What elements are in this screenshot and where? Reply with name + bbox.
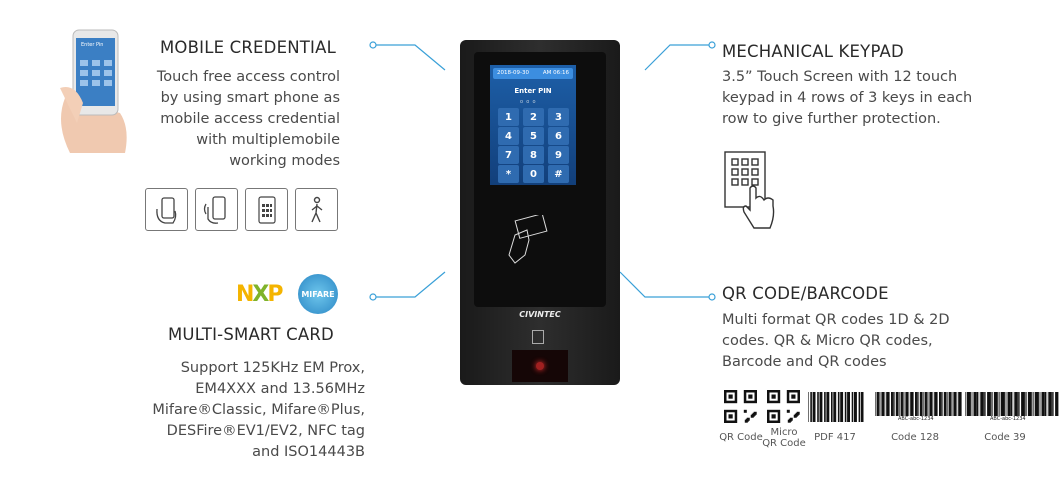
qr-line: Barcode and QR codes: [722, 354, 887, 370]
qr-scanner-window: [512, 350, 568, 382]
screen-key[interactable]: 6: [548, 127, 569, 145]
screen-key[interactable]: 4: [498, 127, 519, 145]
screen-key[interactable]: 0: [523, 165, 544, 183]
code39-sample-text: ABC-abc-1234: [990, 416, 1026, 422]
hand-phone-icon: [145, 188, 188, 231]
code128-label: Code 128: [891, 432, 939, 443]
screen-key[interactable]: 1: [498, 108, 519, 126]
screen-key[interactable]: 5: [523, 127, 544, 145]
phone-in-hand-image: Enter Pin: [55, 28, 145, 153]
card-line: Mifare®Classic, Mifare®Plus,: [152, 402, 365, 418]
keypad-line: keypad in 4 rows of 3 keys in each: [722, 90, 973, 106]
micro-qr-code-label: Micro QR Code: [762, 427, 806, 449]
screen-date: 2018-09-30: [497, 70, 529, 76]
keypad-touch-icon: [724, 151, 775, 229]
card-tap-icon: [508, 215, 548, 264]
multi-smart-card-title: MULTI-SMART CARD: [168, 325, 334, 344]
mobile-line: working modes: [229, 153, 340, 169]
mobile-line: mobile access credential: [160, 111, 340, 127]
phone-keypad-icon: [245, 188, 288, 231]
card-line: EM4XXX and 13.56MHz: [195, 381, 365, 397]
code-samples: [724, 390, 1059, 423]
mobile-line: by using smart phone as: [160, 90, 340, 106]
keypad-line: row to give further protection.: [722, 111, 941, 127]
code128-sample-text: ABC-abc-1234: [898, 416, 934, 422]
phone-screen-text: Enter Pin: [81, 42, 104, 48]
pin-dots: o o o: [520, 99, 536, 105]
keypad-line: 3.5” Touch Screen with 12 touch: [722, 69, 958, 85]
mifare-logo: MIFARE: [298, 274, 338, 314]
screen-key[interactable]: 7: [498, 146, 519, 164]
qr-barcode-title: QR CODE/BARCODE: [722, 284, 889, 303]
qr-line: codes. QR & Micro QR codes,: [722, 333, 933, 349]
qr-scan-icon: [532, 330, 544, 344]
pdf417-label: PDF 417: [814, 432, 856, 443]
card-line: and ISO14443B: [252, 444, 365, 460]
screen-key[interactable]: 2: [523, 108, 544, 126]
mechanical-keypad-title: MECHANICAL KEYPAD: [722, 42, 904, 61]
screen-key[interactable]: 3: [548, 108, 569, 126]
walking-person-icon: [295, 188, 338, 231]
mobile-line: Touch free access control: [156, 69, 340, 85]
screen-key[interactable]: #: [548, 165, 569, 183]
mobile-credential-title: MOBILE CREDENTIAL: [160, 38, 336, 57]
card-line: Support 125KHz EM Prox,: [180, 360, 365, 376]
enter-pin-prompt: Enter PIN: [514, 87, 552, 95]
brand-logo: CIVINTEC: [519, 310, 561, 319]
mobile-line: with multiplemobile: [196, 132, 340, 148]
qr-line: Multi format QR codes 1D & 2D: [722, 312, 950, 328]
qr-code-label: QR Code: [719, 432, 763, 443]
screen-key[interactable]: 9: [548, 146, 569, 164]
screen-time: AM 06:16: [542, 70, 569, 76]
phone-tap-icon: [195, 188, 238, 231]
screen-key[interactable]: 8: [523, 146, 544, 164]
code39-label: Code 39: [984, 432, 1026, 443]
card-line: DESFire®EV1/EV2, NFC tag: [166, 423, 365, 439]
screen-key[interactable]: *: [498, 165, 519, 183]
nxp-logo: NXP: [236, 282, 284, 307]
